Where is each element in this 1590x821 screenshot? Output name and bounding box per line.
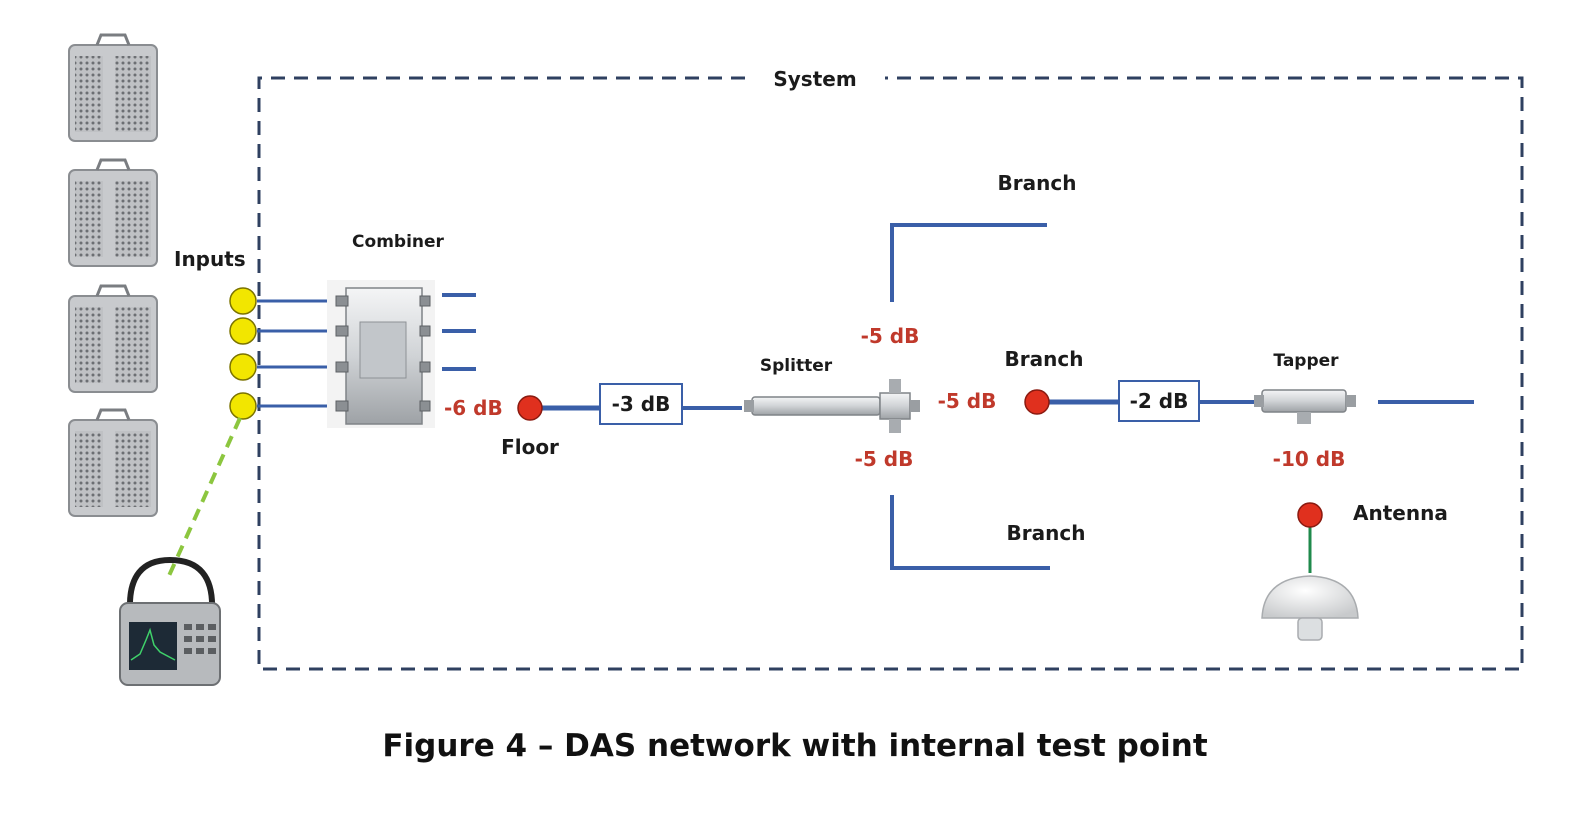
signal-source-4 xyxy=(68,408,158,517)
antenna-label: Antenna xyxy=(1353,501,1448,525)
attenuator-2db-label: -2 dB xyxy=(1130,389,1189,413)
system-label: System xyxy=(773,67,856,91)
combiner-device xyxy=(327,280,435,428)
input-port-4[interactable] xyxy=(229,392,257,420)
tapper-label: Tapper xyxy=(1273,351,1339,371)
branch-top-cable xyxy=(890,223,1047,302)
splitter-right-loss-label: -5 dB xyxy=(938,389,997,413)
inputs-label: Inputs xyxy=(174,247,246,271)
input-port-1[interactable] xyxy=(229,287,257,315)
antenna-icon xyxy=(1261,575,1359,641)
splitter-top-loss-label: -5 dB xyxy=(861,324,920,348)
branch-bottom-cable xyxy=(890,495,1050,570)
figure-caption: Figure 4 – DAS network with internal tes… xyxy=(382,728,1208,764)
branch-bottom-label: Branch xyxy=(1007,521,1086,545)
system-boundary xyxy=(257,76,1524,671)
test-link xyxy=(166,417,242,579)
combiner-label: Combiner xyxy=(352,232,444,252)
branch-test-point[interactable] xyxy=(1024,389,1050,415)
signal-source-3 xyxy=(68,284,158,393)
branch-mid-label: Branch xyxy=(1005,347,1084,371)
attenuator-3db-label: -3 dB xyxy=(612,392,671,416)
attenuator-3db: -3 dB xyxy=(599,383,683,425)
antenna-test-point[interactable] xyxy=(1297,502,1323,528)
splitter-device xyxy=(744,379,920,433)
branch-top-label: Branch xyxy=(998,171,1077,195)
splitter-bottom-loss-label: -5 dB xyxy=(855,447,914,471)
combiner-loss-label: -6 dB xyxy=(444,396,503,420)
splitter-label: Splitter xyxy=(760,356,833,376)
tapper-loss-label: -10 dB xyxy=(1273,447,1346,471)
input-port-3[interactable] xyxy=(229,353,257,381)
signal-source-1 xyxy=(68,33,158,142)
combiner-output-stubs xyxy=(442,293,476,371)
floor-test-point[interactable] xyxy=(517,395,543,421)
attenuator-2db: -2 dB xyxy=(1118,380,1200,422)
signal-source-2 xyxy=(68,158,158,267)
tapper-device xyxy=(1254,389,1356,424)
floor-label: Floor xyxy=(501,435,559,459)
input-port-2[interactable] xyxy=(229,317,257,345)
handheld-analyzer-icon xyxy=(119,556,221,686)
